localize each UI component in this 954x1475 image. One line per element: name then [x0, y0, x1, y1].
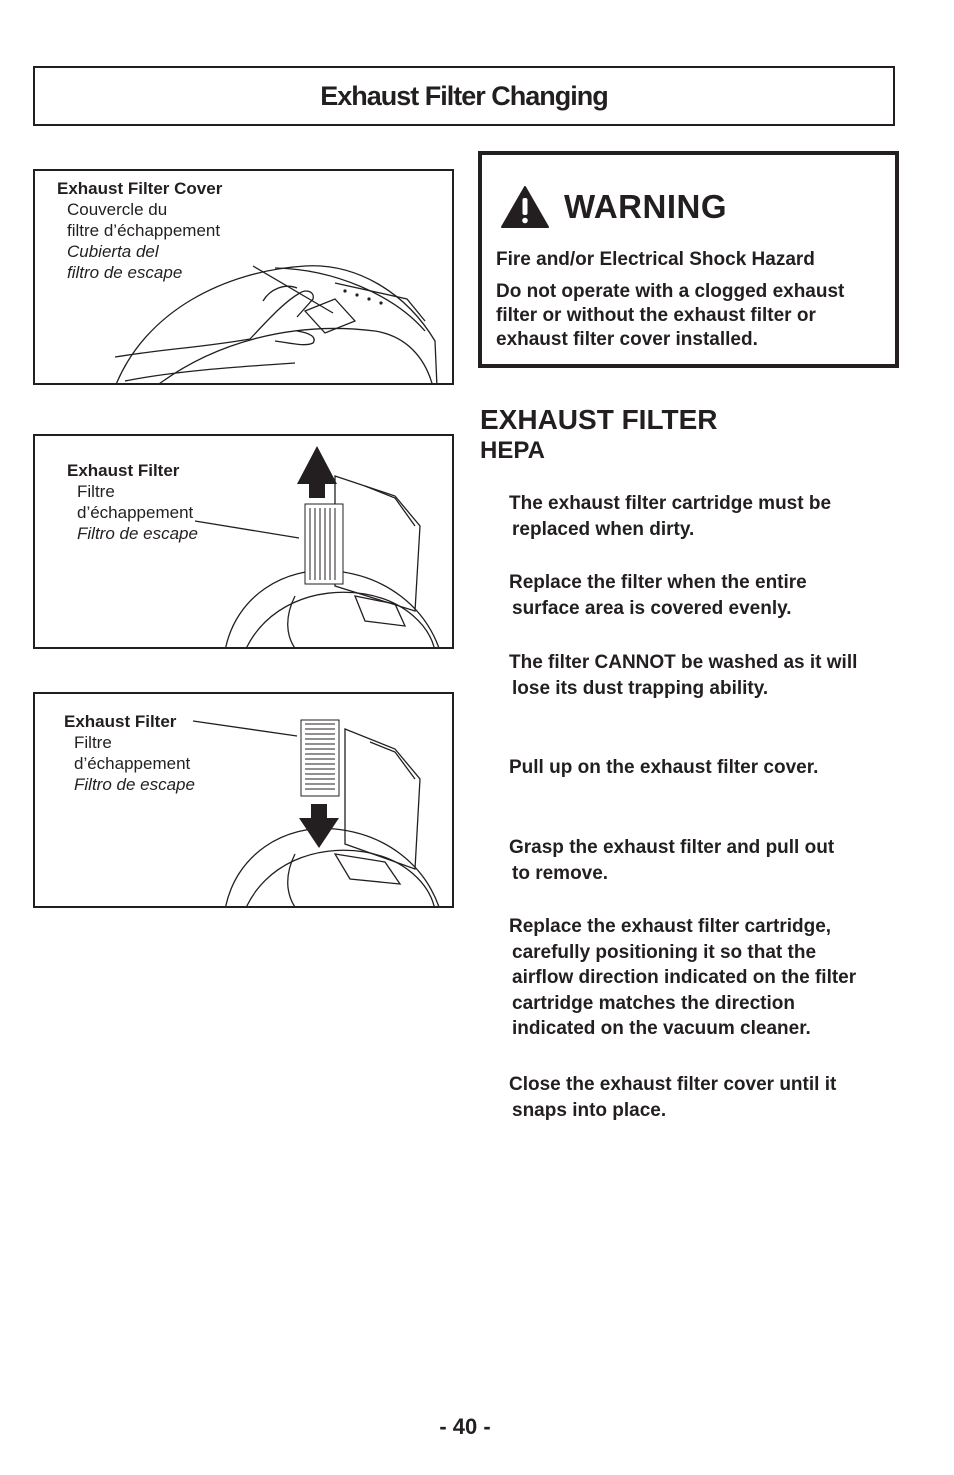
warning-message: Do not operate with a clogged exhaust fi…: [496, 280, 886, 352]
label-fr: filtre d’échappement: [67, 221, 221, 240]
label-fr: Filtre: [74, 733, 112, 752]
page-title: Exhaust Filter Changing: [320, 80, 609, 111]
step-line: surface area is covered evenly.: [512, 597, 792, 619]
instruction-step: The filter CANNOT be washed as it will l…: [509, 650, 899, 701]
figure-filter-cover: Exhaust Filter Cover Couvercle du filtre…: [33, 169, 454, 385]
step-line: airflow direction indicated on the filte…: [512, 967, 857, 988]
label-fr: d’échappement: [77, 503, 194, 522]
label-fr: d’échappement: [74, 754, 191, 773]
instruction-step: Grasp the exhaust filter and pull out to…: [509, 835, 899, 886]
step-line: Replace the exhaust filter cartridge,: [509, 916, 832, 937]
section-subtitle: HEPA: [480, 437, 545, 464]
warning-header: WARNING: [500, 185, 727, 229]
figure-filter-remove: Exhaust Filter Filtre d’échappement Filt…: [33, 434, 454, 649]
step-line: Replace the filter when the entire: [509, 572, 807, 593]
label-en: Exhaust Filter: [64, 712, 177, 731]
warning-triangle-icon: [501, 186, 549, 228]
label-es: filtro de escape: [67, 263, 183, 282]
label-en: Exhaust Filter Cover: [57, 179, 223, 198]
vacuum-cover-illustration: [114, 265, 438, 383]
step-line: replaced when dirty.: [512, 518, 695, 540]
step-line: to remove.: [512, 862, 609, 884]
instruction-step: Close the exhaust filter cover until it …: [509, 1072, 899, 1123]
step-line: cartridge matches the direction: [512, 992, 795, 1014]
warning-box: WARNING Fire and/or Electrical Shock Haz…: [478, 151, 899, 368]
page-number: - 40 -: [439, 1414, 491, 1439]
warning-line: Do not operate with a clogged exhaust: [496, 281, 845, 302]
callout-filter: Exhaust Filter Filtre d’échappement Filt…: [64, 711, 195, 795]
filter-removal-illustration: [194, 446, 440, 647]
callout-filter: Exhaust Filter Filtre d’échappement Filt…: [67, 460, 198, 544]
warning-line: filter or without the exhaust filter or: [496, 305, 816, 326]
step-line: The exhaust filter cartridge must be: [509, 493, 832, 514]
label-en: Exhaust Filter: [67, 461, 180, 480]
instruction-step: Replace the filter when the entire surfa…: [509, 570, 899, 621]
instruction-step: Pull up on the exhaust filter cover.: [509, 755, 899, 781]
step-line: indicated on the vacuum cleaner.: [512, 1018, 811, 1039]
label-es: Cubierta del: [67, 242, 159, 261]
step-line: The filter CANNOT be washed as it will: [509, 652, 858, 673]
warning-line: exhaust filter cover installed.: [496, 329, 758, 350]
figure-filter-insert: Exhaust Filter Filtre d’échappement Filt…: [33, 692, 454, 908]
step-line: Close the exhaust filter cover until it: [509, 1074, 837, 1095]
callout-filter-cover: Exhaust Filter Cover Couvercle du filtre…: [57, 178, 222, 283]
label-fr: Filtre: [77, 482, 115, 501]
label-fr: Couvercle du: [67, 200, 168, 219]
instruction-step: Replace the exhaust filter cartridge, ca…: [509, 914, 899, 1042]
section-title: EXHAUST FILTER: [480, 404, 718, 435]
filter-insert-illustration: [192, 719, 440, 906]
warning-hazard: Fire and/or Electrical Shock Hazard: [496, 249, 815, 270]
label-es: Filtro de escape: [74, 775, 195, 794]
step-line: Pull up on the exhaust filter cover.: [509, 757, 819, 778]
label-es: Filtro de escape: [77, 524, 198, 543]
instruction-step: The exhaust filter cartridge must be rep…: [509, 491, 899, 542]
step-line: carefully positioning it so that the: [512, 941, 817, 963]
step-line: snaps into place.: [512, 1099, 667, 1121]
step-line: lose its dust trapping ability.: [512, 677, 769, 699]
warning-title: WARNING: [564, 188, 727, 225]
step-line: Grasp the exhaust filter and pull out: [509, 837, 835, 858]
page-title-box: Exhaust Filter Changing: [33, 66, 895, 126]
